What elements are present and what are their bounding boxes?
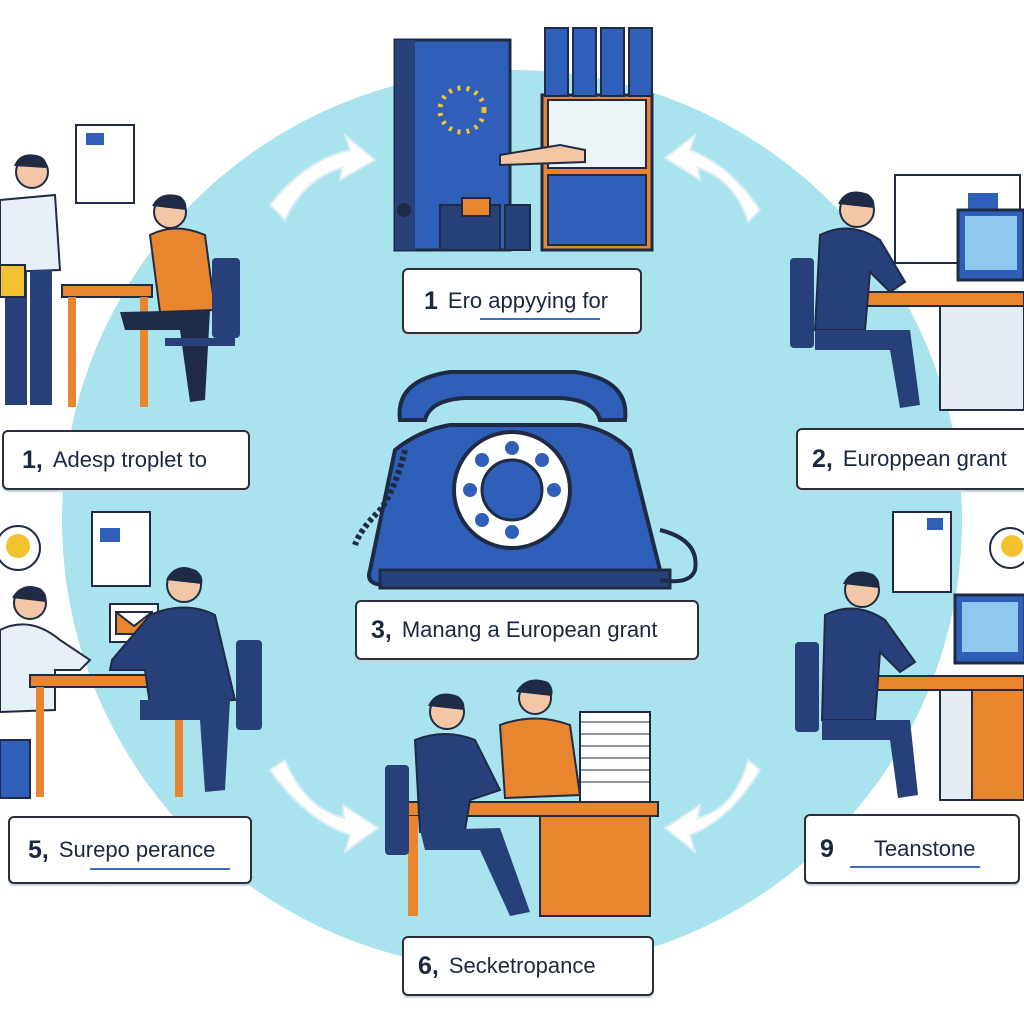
bottom-left-workers-illustration	[0, 511, 262, 799]
step-text: Secketropance	[448, 953, 596, 978]
step-text: Ero appyying for	[447, 288, 609, 313]
step-text: Adesp troplet to	[52, 447, 207, 472]
cycle-arrows	[268, 131, 762, 855]
eu-stars-icon	[437, 85, 487, 135]
step-number: 9	[820, 834, 834, 863]
step-number: 2,	[812, 444, 833, 473]
step-label-3: 2, Europpean grant	[796, 428, 1024, 490]
top-binder-illustration	[393, 27, 654, 252]
step-label-6: 9 Teanstone	[804, 814, 1020, 884]
arrow-icon	[663, 758, 762, 855]
step-number: 3,	[371, 615, 392, 644]
step-text: Surepo perance	[58, 837, 216, 862]
arrow-icon	[663, 132, 762, 224]
step-label-4: 3, Manang a European grant	[355, 600, 699, 660]
step-number: 1,	[22, 445, 43, 474]
bottom-right-worker-illustration	[795, 511, 1024, 801]
step-underline	[850, 866, 980, 868]
arrow-icon	[268, 131, 377, 222]
step-number: 6,	[418, 951, 439, 980]
step-text: Teanstone	[873, 836, 976, 861]
step-label-7: 6, Secketropance	[402, 936, 654, 996]
step-label-2: 1, Adesp troplet to	[2, 430, 250, 490]
telephone-illustration	[352, 370, 698, 590]
top-right-worker-illustration	[790, 174, 1024, 411]
step-label-1: 1 Ero appyying for	[402, 268, 642, 334]
step-label-5: 5, Surepo perance	[8, 816, 252, 884]
top-left-workers-illustration	[0, 124, 240, 407]
step-text: Manang a European grant	[401, 617, 658, 642]
step-text: Europpean grant	[842, 446, 1007, 471]
arrow-icon	[268, 758, 380, 855]
step-underline	[480, 318, 600, 320]
bottom-center-workers-illustration	[385, 679, 659, 917]
step-number: 5,	[28, 835, 49, 864]
step-number: 1	[424, 286, 438, 315]
step-underline	[90, 868, 230, 870]
